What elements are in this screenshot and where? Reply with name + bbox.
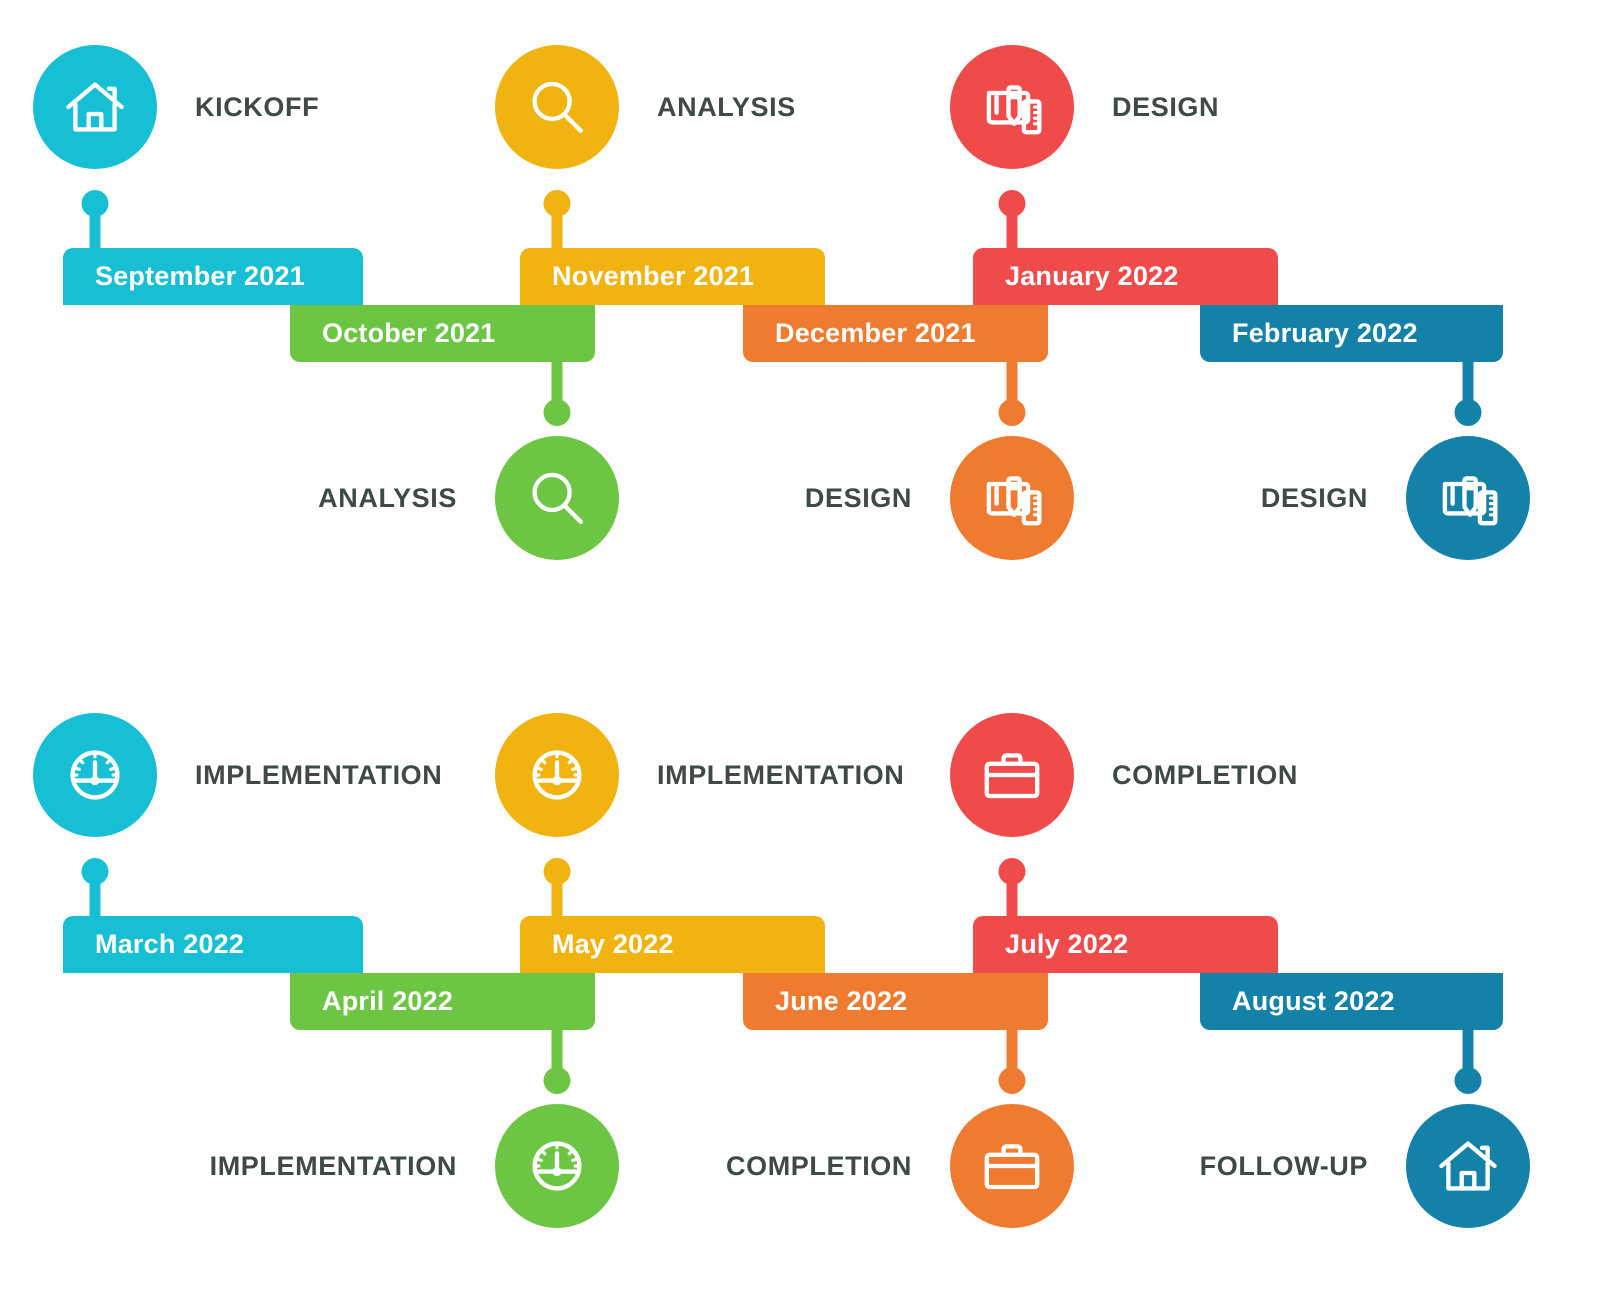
connector-dot [81,858,109,885]
date-bar-row-1-3[interactable]: December 2021 [743,305,1048,362]
date-bar-label: June 2022 [775,986,908,1016]
connector-row-1-4 [996,190,1028,254]
date-bar-row-1-1[interactable]: October 2021 [290,305,595,362]
milestone-label-row-2-5: FOLLOW-UP [1199,1151,1368,1181]
briefcase-icon [977,740,1047,810]
milestone-label-row-1-5: DESIGN [1260,483,1368,513]
connector-stem [89,866,101,922]
date-bar-row-1-2[interactable]: November 2021 [520,248,825,305]
milestone-label-row-2-1: IMPLEMENTATION [209,1151,457,1181]
connector-row-2-2 [541,858,573,922]
gauge-icon [522,740,592,810]
milestone-label-row-2-3: COMPLETION [726,1151,912,1181]
connector-dot [543,1067,571,1094]
connector-dot [1454,1067,1482,1094]
connector-dot [998,1067,1026,1094]
connector-dot [81,190,109,217]
connector-dot [998,190,1026,217]
milestone-label-row-1-1: ANALYSIS [318,483,457,513]
connector-stem [1462,1023,1474,1082]
connector-stem [551,198,563,254]
connector-row-1-1 [541,355,573,426]
connector-dot [543,858,571,885]
milestone-circle-gauge-icon-row-2-1[interactable] [495,1104,619,1228]
design-icon [1433,463,1503,533]
connector-stem [89,198,101,254]
date-bar-row-2-1[interactable]: April 2022 [290,973,595,1030]
connector-stem [1006,1023,1018,1082]
date-bar-label: September 2021 [95,261,305,291]
connector-stem [1006,198,1018,254]
date-bar-label: October 2021 [322,318,496,348]
date-bar-row-2-4[interactable]: July 2022 [973,916,1278,973]
design-icon [977,463,1047,533]
connector-dot [1454,399,1482,426]
date-bar-row-1-0[interactable]: September 2021 [63,248,363,305]
date-bar-row-2-0[interactable]: March 2022 [63,916,363,973]
date-bar-row-1-4[interactable]: January 2022 [973,248,1278,305]
milestone-circle-magnifier-icon-row-1-2[interactable] [495,45,619,169]
connector-stem [551,355,563,414]
connector-row-1-2 [541,190,573,254]
milestone-label-row-1-3: DESIGN [804,483,912,513]
connector-row-1-5 [1452,355,1484,426]
date-bar-row-2-5[interactable]: August 2022 [1200,973,1503,1030]
milestone-circle-design-icon-row-1-4[interactable] [950,45,1074,169]
connector-row-2-1 [541,1023,573,1094]
date-bar-label: February 2022 [1232,318,1418,348]
connector-dot [543,190,571,217]
connector-stem [551,1023,563,1082]
date-bar-label: December 2021 [775,318,976,348]
house-icon [60,72,130,142]
date-bar-label: January 2022 [1005,261,1179,291]
date-bar-label: April 2022 [322,986,454,1016]
milestone-circle-gauge-icon-row-2-2[interactable] [495,713,619,837]
connector-stem [1462,355,1474,414]
connector-row-2-5 [1452,1023,1484,1094]
connector-dot [543,399,571,426]
milestone-label-row-2-4: COMPLETION [1112,760,1298,790]
briefcase-icon [977,1131,1047,1201]
design-icon [977,72,1047,142]
milestone-circle-design-icon-row-1-5[interactable] [1406,436,1530,560]
milestone-circle-house-icon-row-1-0[interactable] [33,45,157,169]
connector-row-2-4 [996,858,1028,922]
milestone-label-row-1-4: DESIGN [1112,92,1220,122]
house-icon [1433,1131,1503,1201]
connector-row-2-0 [79,858,111,922]
date-bar-label: July 2022 [1005,929,1129,959]
milestone-circle-briefcase-icon-row-2-4[interactable] [950,713,1074,837]
date-bar-label: May 2022 [552,929,674,959]
connector-stem [1006,866,1018,922]
magnifier-icon [522,463,592,533]
date-bar-row-2-2[interactable]: May 2022 [520,916,825,973]
milestone-label-row-2-2: IMPLEMENTATION [657,760,905,790]
milestone-circle-gauge-icon-row-2-0[interactable] [33,713,157,837]
milestone-label-row-2-0: IMPLEMENTATION [195,760,443,790]
gauge-icon [522,1131,592,1201]
connector-dot [998,399,1026,426]
gauge-icon [60,740,130,810]
milestone-circle-house-icon-row-2-5[interactable] [1406,1104,1530,1228]
date-bar-label: March 2022 [95,929,245,959]
milestone-label-row-1-0: KICKOFF [195,92,320,122]
connector-row-2-3 [996,1023,1028,1094]
date-bar-row-1-5[interactable]: February 2022 [1200,305,1503,362]
connector-row-1-3 [996,355,1028,426]
date-bar-row-2-3[interactable]: June 2022 [743,973,1048,1030]
milestone-circle-magnifier-icon-row-1-1[interactable] [495,436,619,560]
milestone-circle-design-icon-row-1-3[interactable] [950,436,1074,560]
milestone-label-row-1-2: ANALYSIS [657,92,796,122]
magnifier-icon [522,72,592,142]
date-bar-label: August 2022 [1232,986,1395,1016]
connector-row-1-0 [79,190,111,254]
connector-stem [551,866,563,922]
date-bar-label: November 2021 [552,261,755,291]
milestone-circle-briefcase-icon-row-2-3[interactable] [950,1104,1074,1228]
connector-dot [998,858,1026,885]
connector-stem [1006,355,1018,414]
